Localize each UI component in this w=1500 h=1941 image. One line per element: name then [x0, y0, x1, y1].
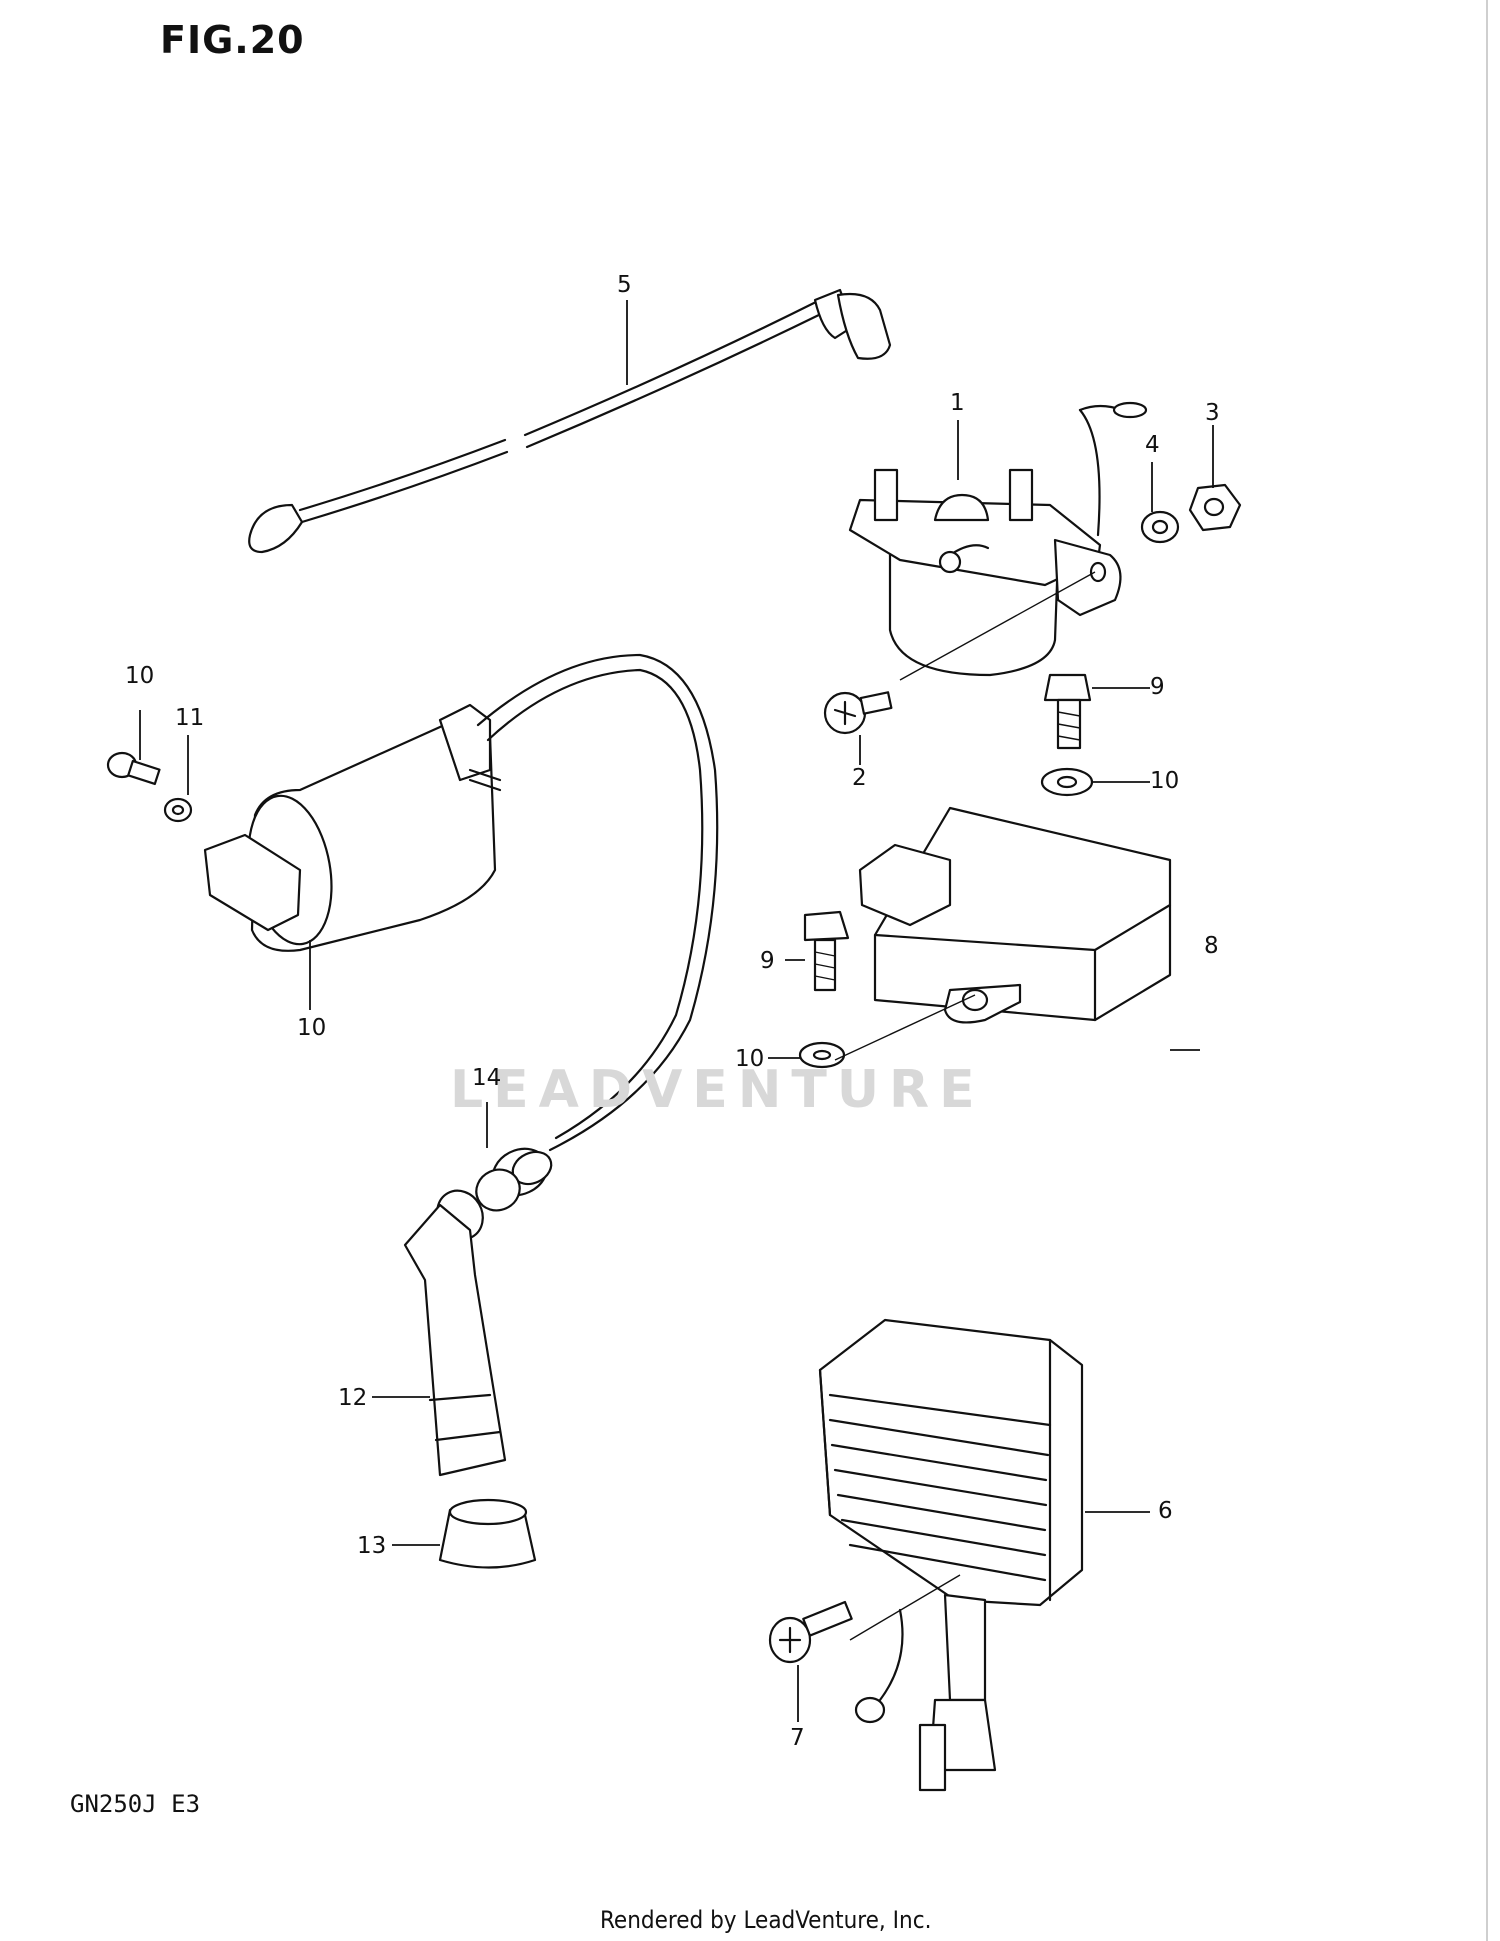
watermark: LEADVENTURE	[450, 1060, 985, 1120]
render-credit: Rendered by LeadVenture, Inc.	[600, 1906, 932, 1934]
callout-6: 6	[1158, 1498, 1173, 1524]
install-lines	[834, 571, 1096, 1641]
plug-lead-5	[248, 288, 892, 554]
washer-4-hole	[1151, 519, 1169, 535]
callout-3: 3	[1205, 400, 1220, 426]
nut-3-hole	[1203, 497, 1225, 517]
starter-relay-1	[848, 401, 1148, 677]
screw-7	[768, 1600, 853, 1664]
bolt-9-upper	[1043, 673, 1092, 750]
callout-8: 8	[1204, 933, 1219, 959]
cover-15	[438, 1498, 537, 1569]
seal-16	[475, 1147, 553, 1212]
model-code: GN250J E3	[70, 1790, 201, 1818]
callout-5: 5	[617, 272, 632, 298]
callout-10-lower: 10	[735, 1046, 765, 1072]
callout-15: 13	[357, 1533, 387, 1559]
callout-13: 11	[175, 705, 205, 731]
scan-edge	[1486, 0, 1492, 1941]
plug-cap-14	[403, 1189, 507, 1477]
bolt-9-lower	[803, 910, 850, 992]
callout-10-upper: 10	[1150, 768, 1180, 794]
callout-9-lower: 9	[760, 948, 775, 974]
washer-13-hole	[171, 804, 185, 816]
screw-12	[106, 751, 161, 786]
callout-4: 4	[1145, 432, 1160, 458]
callout-16: 14	[472, 1065, 502, 1091]
washer-10-lower-hole	[812, 1049, 832, 1061]
callout-1: 1	[950, 390, 965, 416]
callout-12: 10	[125, 663, 155, 689]
callout-2: 2	[852, 765, 867, 791]
washer-10-upper-hole	[1056, 775, 1078, 789]
callout-7: 7	[790, 1725, 805, 1751]
coil-cable	[476, 653, 719, 1152]
callout-11: 10	[297, 1015, 327, 1041]
ignition-coil-11	[203, 703, 502, 952]
callout-14: 12	[338, 1385, 368, 1411]
regulator-6	[818, 1318, 1084, 1792]
figure-title: FIG.20	[160, 18, 305, 62]
cdi-unit-8	[858, 806, 1172, 1024]
screw-2	[823, 691, 893, 735]
leader-lines	[139, 300, 1214, 1722]
callout-9-upper: 9	[1150, 674, 1165, 700]
